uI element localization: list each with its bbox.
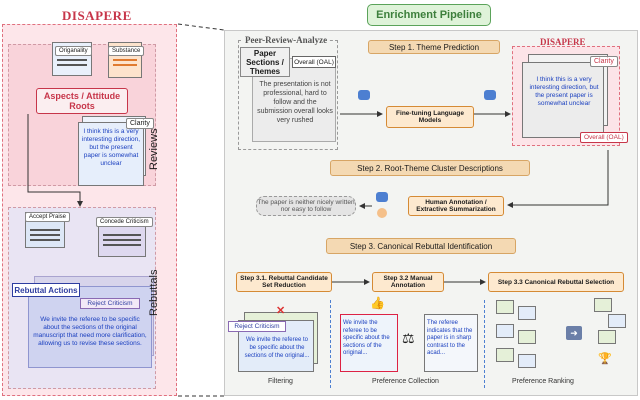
disapere-title: DISAPERE xyxy=(62,8,132,23)
step2-box: Step 2. Root-Theme Cluster Descriptions xyxy=(330,160,530,176)
scale-icon: ⚖ xyxy=(402,330,415,346)
substance-tag: Substance xyxy=(108,46,145,56)
arrow-disapere-human xyxy=(507,150,609,208)
arrow-reviews-rebuttals xyxy=(27,114,83,207)
reject-criticism-box: Reject Criticism xyxy=(80,298,140,309)
step33-box: Step 3.3 Canonical Rebuttal Selection xyxy=(488,272,624,292)
paper-sections-box: Paper Sections / Themes xyxy=(240,47,290,77)
pc-doc-2 xyxy=(424,314,478,372)
pra-title: Peer-Review-Analyze xyxy=(243,35,330,45)
accept-praise-tag: Accept Praise xyxy=(25,212,71,222)
overall-oal-box: Overall (OAL) xyxy=(292,56,336,68)
disapere-output-title: DISAPERE xyxy=(540,37,586,47)
robot-icon-2 xyxy=(484,90,496,100)
robot-icon-3 xyxy=(376,192,388,202)
ranking-docs-left xyxy=(496,300,540,372)
arrow-right-icon: ➜ xyxy=(566,326,582,340)
step32-box: Step 3.2 Manual Annotation xyxy=(372,272,444,292)
pc-quote-2: The referee indicates that the paper is … xyxy=(427,320,473,356)
divider-1 xyxy=(330,300,331,388)
disapere-doc-front xyxy=(522,62,604,138)
human-annotation-box: Human Annotation / Extractive Summarizat… xyxy=(408,196,504,216)
disapere-clarity-tag: Clarity xyxy=(590,56,618,67)
person-icon xyxy=(377,208,387,218)
pc-quote-1: We invite the referee to be specific abo… xyxy=(343,320,390,356)
finetune-box: Fine-tuning Language Models xyxy=(386,106,474,128)
rebuttal-actions-box: Rebuttal Actions xyxy=(12,283,80,297)
pra-quote: The presentation is not professional, ha… xyxy=(257,81,333,124)
robot-icon xyxy=(358,90,370,100)
rebuttal-quote: We invite the referee to be specific abo… xyxy=(33,316,147,347)
pipeline-title: Enrichment Pipeline xyxy=(367,4,491,26)
step1-box: Step 1. Theme Prediction xyxy=(368,40,500,54)
divider-2 xyxy=(484,300,485,388)
review-quote: I think this is a very interesting direc… xyxy=(81,128,141,167)
aspects-attitude-roots: Aspects / Attitude Roots xyxy=(36,88,128,114)
disapere-quote: I think this is a very interesting direc… xyxy=(529,76,599,107)
ranked-docs-right xyxy=(594,298,634,350)
filter-reject-criticism: Reject Criticism xyxy=(228,321,286,332)
clarity-tag: Clarity xyxy=(126,118,154,129)
step3-box: Step 3. Canonical Rebuttal Identificatio… xyxy=(326,238,516,254)
trophy-icon: 🏆 xyxy=(598,353,612,365)
preference-ranking-label: Preference Ranking xyxy=(512,378,574,385)
red-x-icon: ✕ xyxy=(276,305,286,317)
review-doc-front xyxy=(78,122,144,186)
pc-doc-1 xyxy=(340,314,398,372)
zoom-line-top xyxy=(177,23,225,31)
thumbs-up-icon: 👍 xyxy=(370,296,385,310)
summary-box: The paper is neither nicely written nor … xyxy=(256,196,356,216)
disapere-overall-tag: Overall (OAL) xyxy=(580,132,628,143)
concede-criticism-tag: Concede Criticism xyxy=(96,217,153,227)
preference-collection-label: Preference Collection xyxy=(372,378,439,385)
filtering-label: Filtering xyxy=(268,378,293,385)
originality-tag: Origanality xyxy=(55,46,92,56)
step31-box: Step 3.1. Rebuttal Candidate Set Reducti… xyxy=(236,272,332,292)
filter-quote: We invite the referee to be specific abo… xyxy=(244,337,310,359)
